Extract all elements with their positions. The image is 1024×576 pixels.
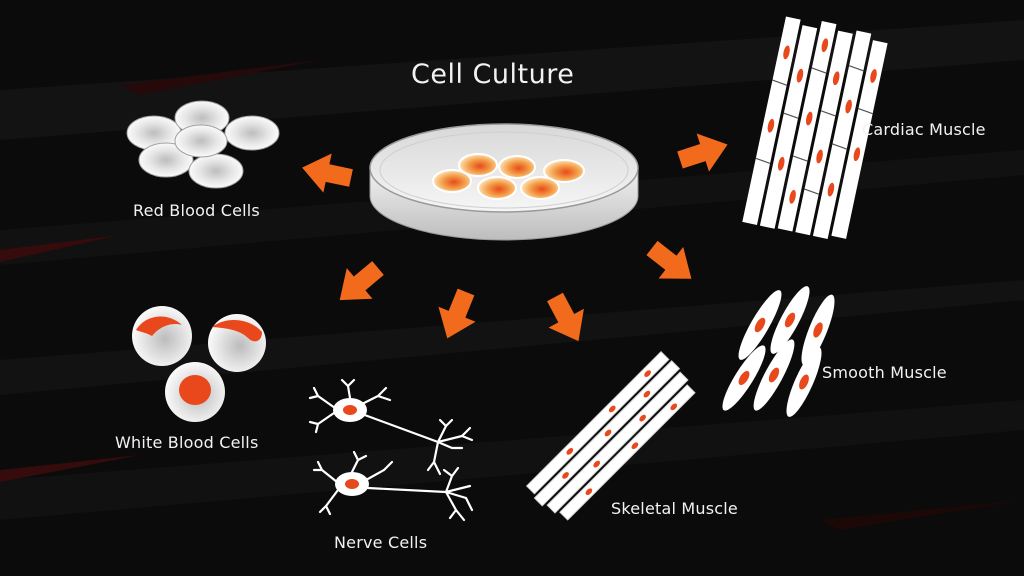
diagram-title: Cell Culture [411, 59, 575, 90]
label-skeletal-muscle: Skeletal Muscle [611, 499, 738, 518]
arrow-to-cardiac-muscle [677, 133, 728, 172]
label-red-blood-cells: Red Blood Cells [133, 201, 260, 220]
arrow-to-white-blood-cells [339, 261, 384, 301]
petri-dish-icon [369, 123, 639, 241]
smooth-muscle-icon [722, 286, 835, 417]
cardiac-muscle-icon [742, 16, 888, 240]
orange-arrow-icon [302, 133, 728, 342]
skeletal-muscle-icon [525, 350, 696, 521]
red-blood-cells-icon [126, 100, 280, 189]
label-white-blood-cells: White Blood Cells [115, 433, 259, 452]
arrow-to-red-blood-cells [302, 153, 353, 193]
nerve-cells-icon [308, 378, 474, 522]
cultured-cells [432, 153, 585, 200]
white-blood-cells-icon [132, 306, 266, 422]
label-smooth-muscle: Smooth Muscle [822, 363, 947, 382]
arrow-to-skeletal-muscle [547, 292, 584, 342]
arrow-to-smooth-muscle [646, 240, 692, 279]
arrow-to-nerve-cells [438, 288, 476, 339]
label-cardiac-muscle: Cardiac Muscle [862, 120, 986, 139]
label-nerve-cells: Nerve Cells [334, 533, 428, 552]
